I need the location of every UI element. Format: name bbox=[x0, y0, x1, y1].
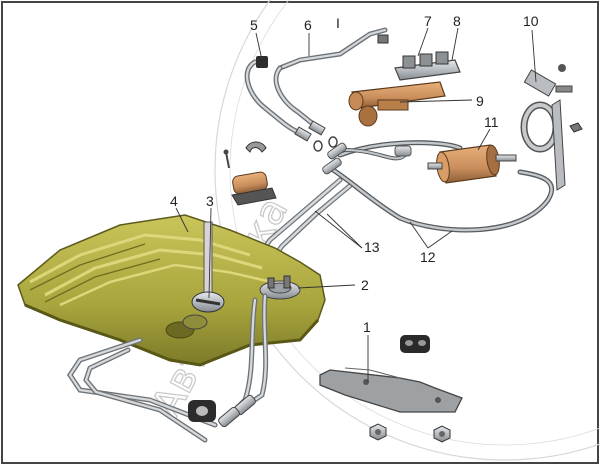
filter-bracket bbox=[520, 64, 583, 191]
callout-2: 2 bbox=[361, 277, 369, 293]
callout-13: 13 bbox=[364, 239, 380, 255]
fuel-filter bbox=[427, 144, 517, 184]
callout-5: 5 bbox=[250, 17, 258, 33]
protective-shield bbox=[319, 367, 463, 413]
fuel-tank bbox=[17, 214, 326, 367]
line-couplings bbox=[218, 394, 256, 428]
fittings bbox=[313, 136, 412, 175]
pressure-regulator bbox=[348, 81, 446, 127]
callout-10: 10 bbox=[523, 13, 539, 29]
shield-mount-block bbox=[400, 335, 430, 353]
callout-6: 6 bbox=[304, 17, 312, 33]
fuel-sender-unit bbox=[259, 275, 301, 300]
callout-1: 1 bbox=[363, 319, 371, 335]
under-tank-lines bbox=[66, 293, 269, 443]
callout-8: 8 bbox=[453, 13, 461, 29]
nuts bbox=[369, 423, 451, 443]
leader-lines bbox=[175, 27, 537, 382]
fuel-rail bbox=[394, 51, 461, 81]
callout-12: 12 bbox=[420, 249, 436, 265]
callout-I: I bbox=[336, 15, 340, 31]
callouts: 1 2 3 4 5 6 7 8 9 10 11 12 13 I bbox=[170, 13, 539, 335]
rubber-grommet bbox=[188, 400, 216, 422]
fuel-tube-6 bbox=[273, 27, 389, 142]
callout-4: 4 bbox=[170, 193, 178, 209]
callout-7: 7 bbox=[424, 13, 432, 29]
fuel-tube-5 bbox=[244, 56, 306, 137]
callout-11: 11 bbox=[484, 114, 499, 130]
hoses-12 bbox=[327, 140, 555, 233]
filler-cap bbox=[182, 221, 225, 330]
callout-9: 9 bbox=[476, 93, 484, 109]
callout-3: 3 bbox=[206, 193, 214, 209]
small-parts bbox=[223, 141, 277, 206]
